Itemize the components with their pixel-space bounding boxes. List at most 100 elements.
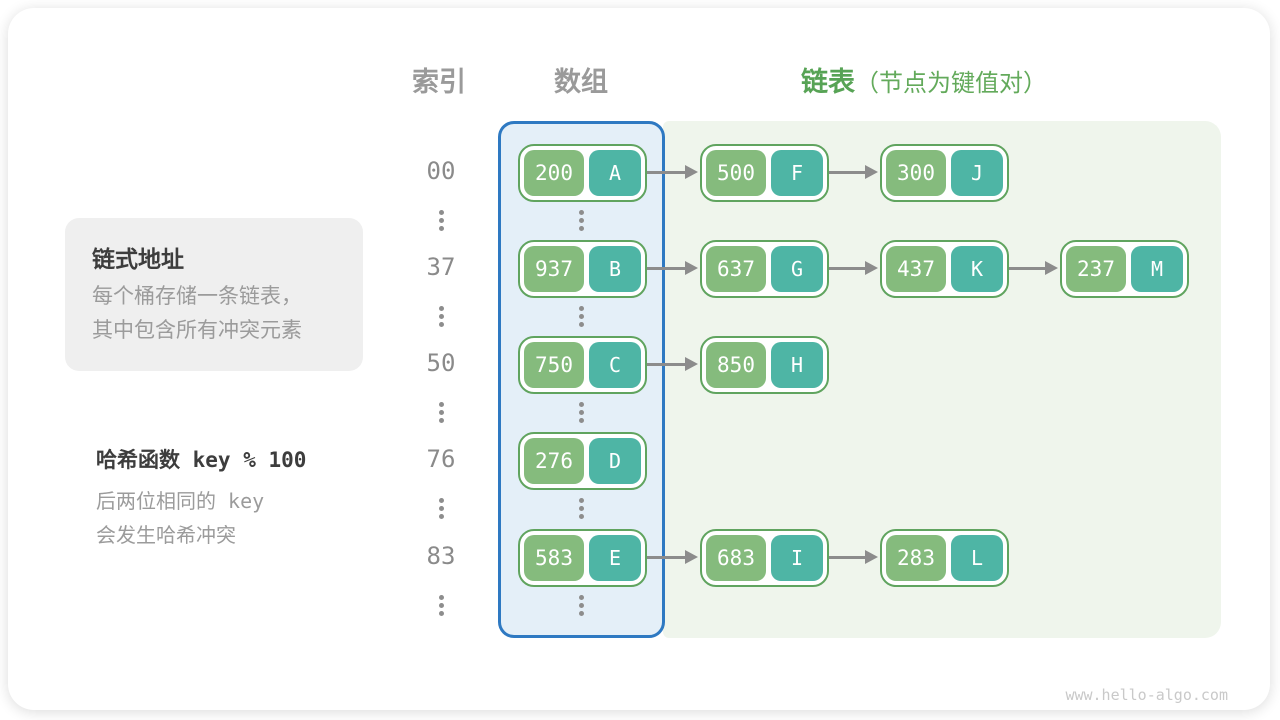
key-cell: 200 <box>524 150 584 196</box>
ellipsis-dot <box>438 322 444 327</box>
ellipsis-dot <box>578 611 584 616</box>
arrow-line <box>1009 266 1047 270</box>
arrow-head-icon <box>685 357 698 371</box>
chaining-note-line1: 每个桶存储一条链表， <box>92 285 302 308</box>
arrow-line <box>647 362 687 366</box>
index-ellipsis-icon <box>436 306 446 327</box>
key-cell: 437 <box>886 246 946 292</box>
index-ellipsis-icon <box>436 498 446 519</box>
key-cell: 276 <box>524 438 584 484</box>
key-cell: 937 <box>524 246 584 292</box>
hash-function-title: 哈希函数 key % 100 <box>96 448 307 472</box>
arrow-line <box>647 266 687 270</box>
ellipsis-dot <box>578 322 584 327</box>
ellipsis-dot <box>578 402 584 407</box>
hash-function-line1: 后两位相同的 key <box>96 489 265 513</box>
arrow-line <box>647 555 687 559</box>
ellipsis-dot <box>438 514 444 519</box>
hash-function-line2: 会发生哈希冲突 <box>96 523 236 547</box>
column-header-array: 数组 <box>554 67 608 97</box>
hash-function-body: 后两位相同的 key 会发生哈希冲突 <box>96 484 264 552</box>
column-header-index: 索引 <box>412 67 466 97</box>
ellipsis-dot <box>438 410 444 415</box>
key-cell: 637 <box>706 246 766 292</box>
value-cell: D <box>589 438 641 484</box>
ellipsis-dot <box>438 418 444 423</box>
key-cell: 583 <box>524 535 584 581</box>
value-cell: F <box>771 150 823 196</box>
arrow-line <box>829 170 867 174</box>
value-cell: C <box>589 342 641 388</box>
value-cell: G <box>771 246 823 292</box>
array-ellipsis-icon <box>576 306 586 327</box>
chaining-note-line2: 其中包含所有冲突元素 <box>92 319 302 342</box>
key-cell: 750 <box>524 342 584 388</box>
value-cell: K <box>951 246 1003 292</box>
diagram-card: 索引 数组 链表（节点为键值对） 链式地址 每个桶存储一条链表， 其中包含所有冲… <box>8 8 1270 710</box>
arrow-head-icon <box>685 165 698 179</box>
ellipsis-dot <box>438 603 444 608</box>
key-cell: 500 <box>706 150 766 196</box>
ellipsis-dot <box>438 218 444 223</box>
array-ellipsis-icon <box>576 210 586 231</box>
key-cell: 683 <box>706 535 766 581</box>
ellipsis-dot <box>578 314 584 319</box>
ellipsis-dot <box>578 595 584 600</box>
chaining-note-body: 每个桶存储一条链表， 其中包含所有冲突元素 <box>92 280 302 348</box>
arrow-head-icon <box>865 165 878 179</box>
index-label: 00 <box>426 157 456 185</box>
index-label: 37 <box>426 253 456 281</box>
ellipsis-dot <box>438 402 444 407</box>
array-ellipsis-icon <box>576 402 586 423</box>
linked-list-label: 链表 <box>801 67 855 97</box>
arrow-head-icon <box>865 261 878 275</box>
value-cell: M <box>1131 246 1183 292</box>
ellipsis-dot <box>438 498 444 503</box>
index-label: 83 <box>426 542 456 570</box>
arrow-line <box>647 170 687 174</box>
ellipsis-dot <box>438 611 444 616</box>
value-cell: B <box>589 246 641 292</box>
ellipsis-dot <box>438 506 444 511</box>
ellipsis-dot <box>578 498 584 503</box>
index-label: 76 <box>426 445 456 473</box>
ellipsis-dot <box>578 218 584 223</box>
ellipsis-dot <box>578 410 584 415</box>
chaining-note-box: 链式地址 每个桶存储一条链表， 其中包含所有冲突元素 <box>65 218 363 371</box>
arrow-head-icon <box>685 550 698 564</box>
ellipsis-dot <box>438 226 444 231</box>
chaining-note-title: 链式地址 <box>92 246 184 272</box>
key-cell: 300 <box>886 150 946 196</box>
ellipsis-dot <box>438 314 444 319</box>
value-cell: E <box>589 535 641 581</box>
ellipsis-dot <box>578 506 584 511</box>
arrow-head-icon <box>685 261 698 275</box>
arrow-head-icon <box>1045 261 1058 275</box>
value-cell: L <box>951 535 1003 581</box>
value-cell: I <box>771 535 823 581</box>
linked-list-note: （节点为键值对） <box>855 70 1047 97</box>
key-cell: 237 <box>1066 246 1126 292</box>
ellipsis-dot <box>578 418 584 423</box>
key-cell: 850 <box>706 342 766 388</box>
index-ellipsis-icon <box>436 402 446 423</box>
value-cell: H <box>771 342 823 388</box>
watermark: www.hello-algo.com <box>1065 686 1228 704</box>
arrow-line <box>829 266 867 270</box>
ellipsis-dot <box>578 514 584 519</box>
value-cell: J <box>951 150 1003 196</box>
column-header-linked-list: 链表（节点为键值对） <box>801 60 1047 99</box>
ellipsis-dot <box>578 226 584 231</box>
ellipsis-dot <box>438 595 444 600</box>
index-ellipsis-icon <box>436 595 446 616</box>
